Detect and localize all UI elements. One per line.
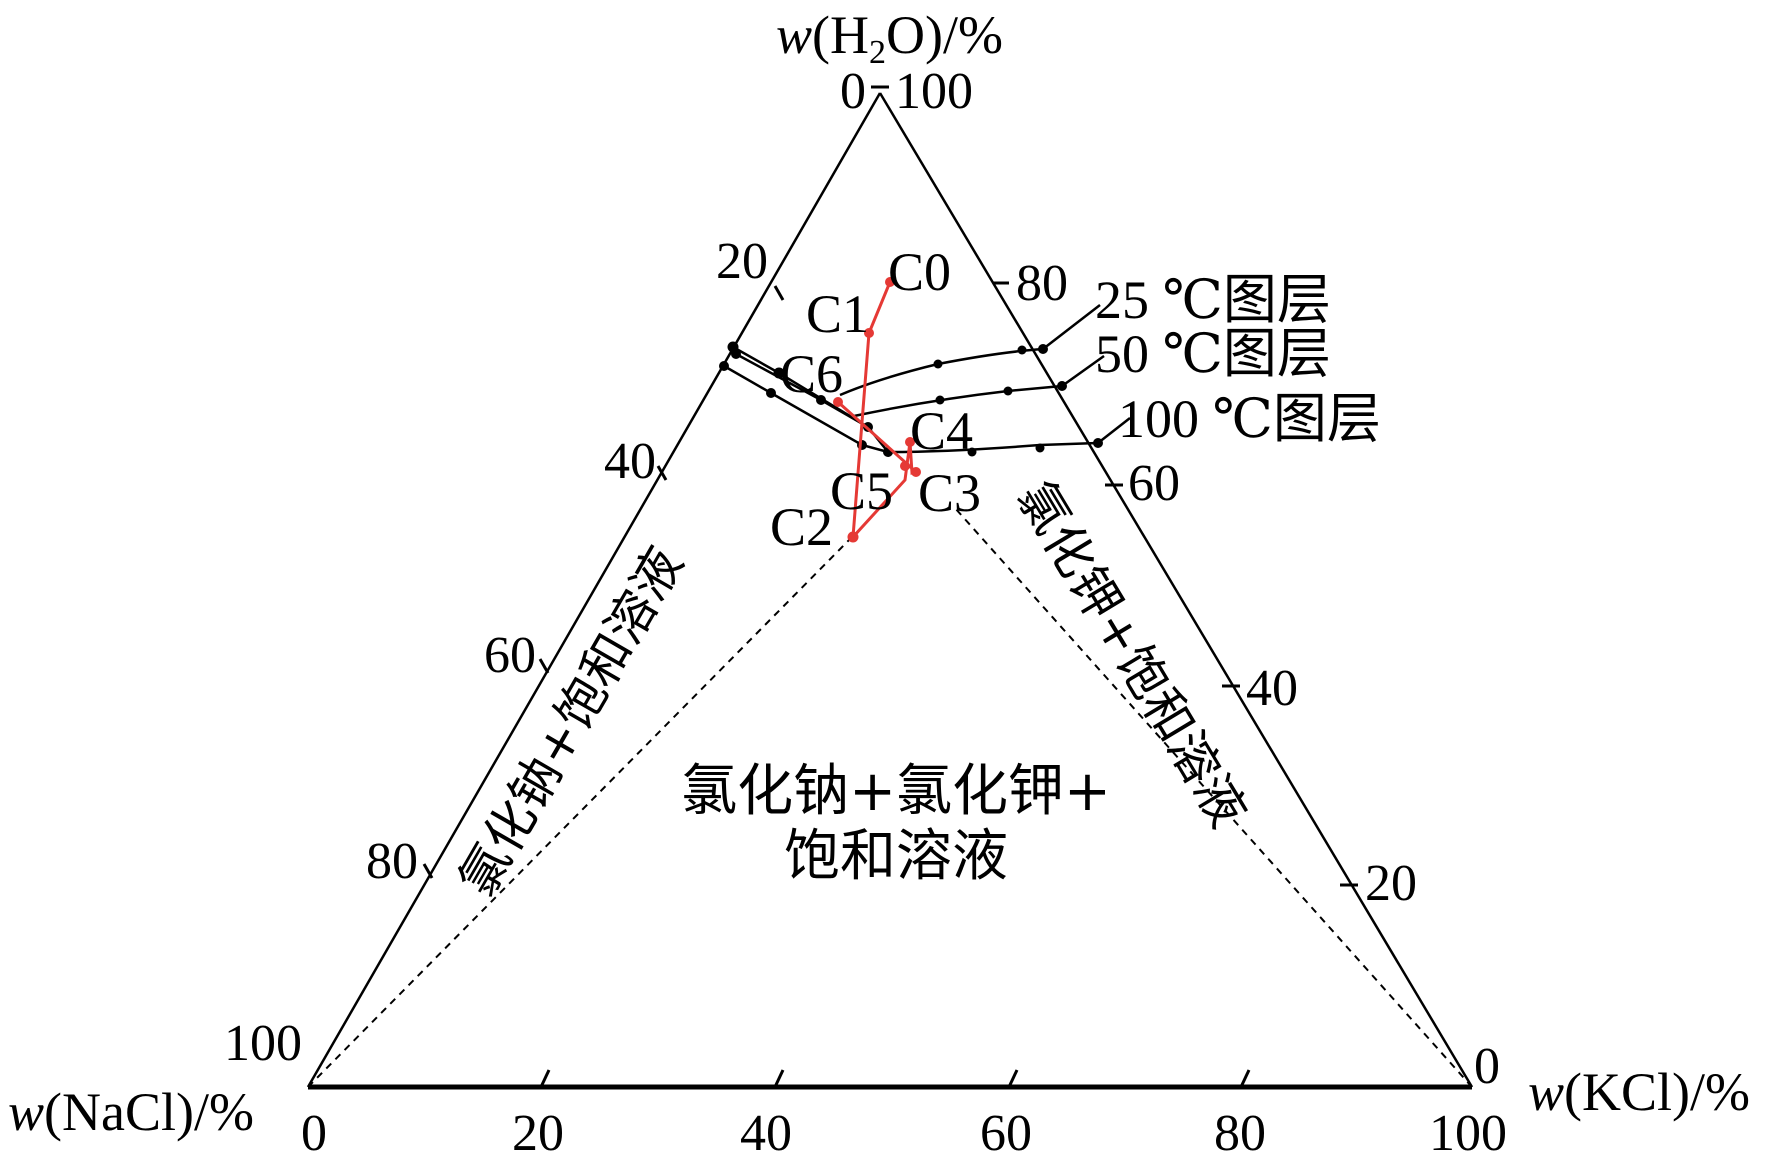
point-label-C1: C1 bbox=[806, 284, 869, 344]
tick-label: 60 bbox=[1128, 455, 1180, 512]
point-label-C3: C3 bbox=[918, 463, 981, 523]
tick-label: 100 bbox=[1429, 1105, 1507, 1157]
tick-label: 60 bbox=[484, 627, 536, 684]
tick-marks bbox=[422, 85, 1358, 1088]
process-path bbox=[833, 277, 921, 543]
tick-label: 100 bbox=[895, 63, 973, 120]
isotherm-label-50: 50 ℃图层 bbox=[1095, 324, 1331, 384]
point-C1 bbox=[864, 328, 874, 338]
tick-label: 80 bbox=[366, 833, 418, 890]
triangle-frame bbox=[306, 92, 1474, 1090]
tick-label: 20 bbox=[716, 233, 768, 290]
right-tick-labels: 100 80 60 40 20 0 bbox=[895, 63, 1500, 1095]
point-label-C4: C4 bbox=[910, 401, 973, 461]
point-label-C0: C0 bbox=[888, 242, 951, 302]
isotherm-50 bbox=[731, 349, 1105, 432]
point-C6 bbox=[833, 397, 843, 407]
point-label-C6: C6 bbox=[780, 344, 843, 404]
isotherm-labels: 25 ℃图层 50 ℃图层 100 ℃图层 bbox=[1095, 270, 1381, 449]
tick-label: 40 bbox=[1246, 660, 1298, 717]
isotherm-label-25: 25 ℃图层 bbox=[1095, 270, 1331, 330]
point-C2 bbox=[847, 531, 859, 543]
axis-title-kcl: w(KCl)/% bbox=[1528, 1062, 1750, 1122]
point-labels: C0 C1 C2 C3 C4 C5 C6 bbox=[770, 242, 981, 557]
tick-label: 100 bbox=[224, 1015, 302, 1072]
point-C5 bbox=[900, 461, 910, 471]
region-label-center-1: 氯化钠+氯化钾+ bbox=[681, 759, 1111, 824]
axis-title-nacl: w(NaCl)/% bbox=[8, 1082, 254, 1142]
tick-label-top-zero: 0 bbox=[840, 63, 866, 120]
point-C4 bbox=[905, 437, 915, 447]
isotherm-label-100: 100 ℃图层 bbox=[1118, 389, 1381, 449]
region-label-center-2: 饱和溶液 bbox=[784, 824, 1008, 889]
point-label-C2: C2 bbox=[770, 497, 833, 557]
tick-label: 20 bbox=[1365, 855, 1417, 912]
axis-title-water: w(H2O)/% bbox=[776, 5, 1003, 71]
tick-label: 0 bbox=[1474, 1038, 1500, 1095]
region-label-nacl: 氯化钠+饱和溶液 bbox=[448, 538, 694, 906]
left-tick-labels: 20 40 60 80 100 bbox=[224, 233, 768, 1072]
point-label-C5: C5 bbox=[830, 461, 893, 521]
bottom-tick-labels: 0 20 40 60 80 100 bbox=[301, 1105, 1507, 1157]
tick-label: 0 bbox=[301, 1105, 327, 1157]
tick-label: 80 bbox=[1214, 1105, 1266, 1157]
tick-label: 20 bbox=[512, 1105, 564, 1157]
tick-label: 40 bbox=[740, 1105, 792, 1157]
tick-label: 40 bbox=[604, 433, 656, 490]
tick-label: 80 bbox=[1016, 255, 1068, 312]
point-C0 bbox=[885, 277, 895, 287]
tick-label: 60 bbox=[980, 1105, 1032, 1157]
point-C3 bbox=[911, 467, 921, 477]
